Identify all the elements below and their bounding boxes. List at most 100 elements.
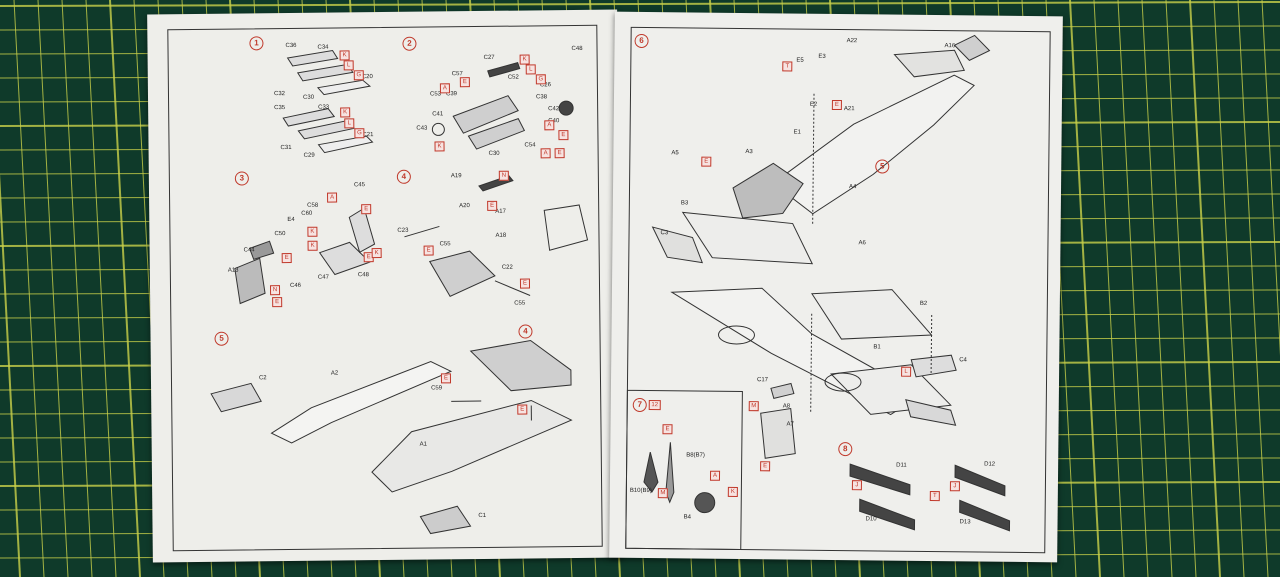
- part-label: C48: [571, 45, 583, 53]
- part-label: B8(B7): [686, 452, 705, 459]
- paint-code-badge: E: [831, 99, 842, 111]
- part-label: B2: [919, 300, 928, 307]
- paint-code-badge: A: [540, 148, 551, 159]
- mat-grid-line: [1237, 0, 1269, 577]
- step-8-number: 8: [838, 442, 853, 457]
- paint-code-badge: K: [371, 248, 382, 259]
- part-label: E3: [818, 53, 826, 60]
- part-label: B4: [683, 514, 691, 521]
- part-label: C48: [357, 272, 369, 279]
- step-6-number: 6: [634, 33, 649, 49]
- part-label: C31: [280, 144, 292, 152]
- part-label: C55: [514, 300, 526, 307]
- paint-code-badge: T: [782, 61, 793, 72]
- part-label: C52: [507, 74, 519, 81]
- part-label: C47: [317, 274, 329, 281]
- part-label: B10(B9): [629, 487, 652, 495]
- part-label: C58: [307, 202, 319, 209]
- paint-code-badge: E: [517, 404, 528, 415]
- part-label: C43: [416, 125, 428, 132]
- part-label: D13: [959, 519, 971, 526]
- paint-code-badge: L: [344, 118, 355, 129]
- part-label: C38: [536, 94, 548, 101]
- part-label: C3: [660, 230, 669, 237]
- mat-grid-line: [0, 173, 21, 577]
- paint-code-badge: K: [307, 226, 318, 237]
- paint-code-badge: J: [851, 480, 862, 491]
- step-7-badge: 12: [648, 400, 661, 411]
- left-line-drawings: [147, 10, 623, 563]
- part-label: C59: [431, 385, 443, 392]
- part-label: C50: [274, 231, 286, 238]
- part-label: A21: [843, 106, 855, 113]
- step-5-ref-number: 4: [518, 324, 533, 339]
- paint-code-badge: A: [709, 470, 721, 481]
- mat-grid-line: [109, 0, 141, 577]
- part-label: C46: [289, 282, 302, 289]
- right-line-drawings: [609, 12, 1063, 563]
- paint-code-badge: A: [327, 192, 338, 203]
- mat-grid-line: [1189, 0, 1221, 577]
- mat-grid-line: [1165, 0, 1197, 577]
- part-label: E1: [793, 129, 801, 136]
- paint-code-badge: A: [439, 83, 450, 94]
- step-5-number: 5: [214, 331, 229, 346]
- part-label: A13: [227, 267, 239, 274]
- paint-code-badge: G: [353, 70, 364, 81]
- part-label: E2: [809, 101, 818, 108]
- mat-grid-line: [1213, 0, 1245, 577]
- paint-code-badge: K: [519, 54, 530, 65]
- part-label: C1: [478, 512, 487, 520]
- part-label: C34: [317, 44, 329, 51]
- paint-code-badge: G: [354, 128, 365, 139]
- part-label: C29: [303, 152, 315, 159]
- paint-code-badge: A: [544, 120, 555, 131]
- mat-grid-line: [1261, 0, 1280, 356]
- part-label: D10: [865, 516, 877, 523]
- part-label: A20: [459, 203, 470, 210]
- mat-grid-line: [37, 0, 69, 577]
- step-6-ref-number: 5: [875, 159, 890, 174]
- paint-code-badge: E: [440, 373, 452, 384]
- paint-code-badge: K: [340, 107, 351, 118]
- paint-code-badge: E: [558, 130, 569, 141]
- paint-code-badge: J: [949, 481, 960, 492]
- paint-code-badge: N: [269, 285, 281, 296]
- paint-code-badge: K: [727, 486, 738, 497]
- part-label: A7: [786, 421, 794, 428]
- paint-code-badge: E: [554, 148, 565, 159]
- paint-code-badge: E: [361, 204, 372, 215]
- step-7-number: 7: [632, 397, 647, 413]
- part-label: C44: [243, 247, 255, 254]
- step-4-number: 4: [396, 169, 411, 184]
- mat-grid-line: [1117, 0, 1149, 577]
- part-label: C41: [432, 111, 444, 118]
- paint-code-badge: L: [525, 64, 536, 75]
- step-3-number: 3: [234, 171, 249, 186]
- part-label: C36: [285, 42, 297, 50]
- part-label: C35: [274, 105, 286, 112]
- paint-code-badge: E: [272, 297, 283, 308]
- part-label: C23: [397, 227, 409, 234]
- part-label: C22: [501, 264, 513, 271]
- part-label: A6: [858, 240, 866, 247]
- part-label: C2: [258, 375, 267, 382]
- paint-code-badge: M: [657, 488, 668, 499]
- step-1-number: 1: [249, 36, 264, 51]
- step-2-number: 2: [402, 36, 417, 51]
- paint-code-badge: M: [748, 401, 759, 412]
- part-label: C60: [301, 210, 313, 217]
- mat-grid-line: [13, 0, 45, 577]
- part-label: A2: [330, 370, 339, 377]
- mat-grid-line: [85, 0, 117, 577]
- mat-grid-line: [1069, 0, 1101, 577]
- paint-code-badge: E: [701, 156, 712, 167]
- part-label: C32: [273, 91, 286, 98]
- part-label: A5: [671, 150, 679, 157]
- part-label: D11: [896, 462, 907, 469]
- instruction-sheet-right: 6 5 7 12 8 A16 A22 E5 E3 E2 A21 E1 A5 A3…: [609, 11, 1063, 563]
- part-label: A22: [846, 38, 858, 45]
- part-label: C30: [302, 94, 315, 101]
- mat-grid-line: [61, 0, 93, 577]
